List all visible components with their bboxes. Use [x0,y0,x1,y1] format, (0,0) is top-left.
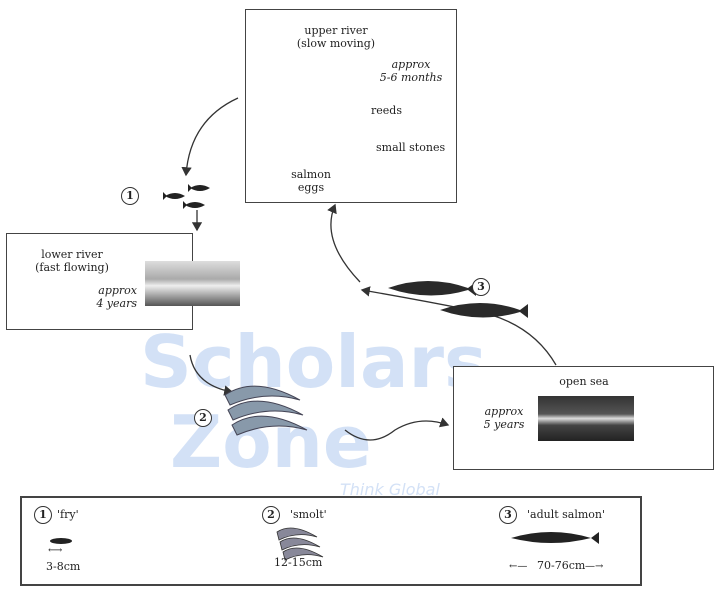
adult-salmon-icon [511,532,599,544]
stage-marker-1: 1 [121,187,139,205]
fry-fish-group [163,184,210,209]
duration-line1: approx [484,405,524,418]
fry-icon [50,538,72,544]
duration-line1: approx [98,284,137,297]
legend-number: 1 [34,506,52,524]
arrow-lower-to-smolt [189,354,234,396]
duration-line1: approx [391,58,431,71]
watermark-line1: Scholars [140,320,487,404]
smolt-fish-group [224,385,308,436]
fry-size-arrow: ⟷ [48,545,63,556]
legend-size: 70-76cm [537,559,586,572]
arrow-sea-to-adult [360,286,557,366]
sea-waves-image [538,396,634,441]
title-line2: (slow moving) [296,37,376,50]
legend-name: 'fry' [57,508,79,521]
watermark: Scholars [140,320,487,404]
eggs-line1: salmon [291,168,331,181]
label-reeds: reeds [371,104,402,117]
adult-size-arrow-left: ←— [509,561,528,572]
legend-size: 3-8cm [46,560,81,573]
title-line2: (fast flowing) [35,261,109,274]
waterfall-image [145,261,240,306]
arrow-smolt-to-sea [344,417,450,441]
legend-box: 1 'fry' ⟷ 3-8cm 2 'smolt' 12-15cm 3 'adu… [20,496,642,586]
stage-marker-2: 2 [194,409,212,427]
legend-number: 2 [262,506,280,524]
legend-name: 'smolt' [290,508,327,521]
upper-river-title: upper river(slow moving) [291,24,381,50]
legend-name: 'adult salmon' [527,508,606,521]
duration-line2: 5-6 months [379,71,443,84]
watermark-tagline: Think Global [340,480,440,499]
lower-river-title: lower river(fast flowing) [27,248,117,274]
legend-number: 3 [499,506,517,524]
adult-size-arrow-right: —→ [585,561,604,572]
title-line1: upper river [304,24,368,37]
arrow-adult-to-upper [327,203,361,283]
open-sea-title: open sea [559,375,609,388]
label-small-stones: small stones [376,141,446,154]
title-line1: lower river [41,248,103,261]
adult-salmon-group [388,281,528,318]
stage-marker-3: 3 [472,278,490,296]
arrow-upper-to-fry [181,97,239,177]
duration-line2: 4 years [96,297,137,310]
duration-line2: 5 years [483,418,525,431]
smolt-icon [276,527,324,561]
legend-size: 12-15cm [274,556,323,569]
eggs-line2: eggs [297,181,325,194]
